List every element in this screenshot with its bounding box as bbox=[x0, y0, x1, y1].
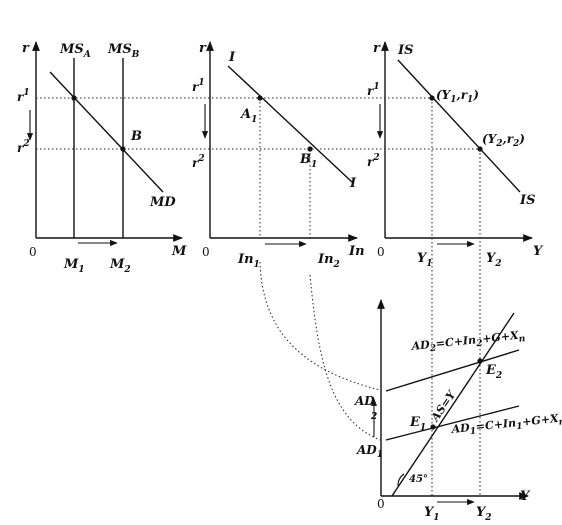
panel3-r1-label: r1 bbox=[367, 82, 380, 98]
panel2-r-axis-label: r bbox=[199, 41, 207, 56]
m2-label: M2 bbox=[109, 257, 131, 275]
in2-to-ad1-curve bbox=[309, 274, 381, 441]
ad1-axis-label: AD1 bbox=[356, 443, 383, 460]
panel2-r2-label: r2 bbox=[192, 154, 205, 170]
ad1-eq-label: AD1=C+In1+G+Xn bbox=[450, 411, 562, 439]
panel3-y2-label: Y2 bbox=[486, 251, 502, 269]
panel4-y1-label: Y1 bbox=[424, 505, 440, 523]
panel1-r-axis-label: r bbox=[22, 41, 30, 56]
panel-is-curve: r Y 0 IS IS (Y1,r1) (Y2,r2) r1 r2 Y1 Y2 bbox=[367, 41, 544, 269]
m1-label: M1 bbox=[63, 257, 85, 275]
ad2-line bbox=[385, 349, 520, 392]
investment-curve bbox=[227, 65, 353, 183]
md-label: MD bbox=[149, 195, 176, 210]
ms-b-label: MSB bbox=[107, 42, 140, 60]
dotted-guides bbox=[36, 97, 481, 496]
panel-ad-as: Y 0 E1 E2 AS=Y AD2=C+In2+G+Xn AD1=C+In1+… bbox=[354, 299, 562, 523]
in1-to-ad2-curve bbox=[259, 261, 381, 391]
panel1-r2-label: r2 bbox=[17, 139, 30, 155]
as-45-line bbox=[391, 312, 515, 497]
panel2-r1-label: r1 bbox=[192, 78, 205, 94]
md-curve bbox=[49, 71, 164, 193]
ms-a-label: MSA bbox=[59, 42, 91, 60]
angle-label: 45° bbox=[409, 474, 428, 485]
investment-curve-label-bottom: I bbox=[349, 176, 357, 191]
angle-arc bbox=[397, 473, 405, 487]
point-y1-r1-label: (Y1,r1) bbox=[436, 88, 479, 105]
panel-money-market: r M 0 MSA MSB B MD r1 r2 M1 M2 bbox=[17, 41, 187, 275]
point-b-label: B bbox=[130, 129, 142, 144]
point-a1-label: A1 bbox=[239, 107, 257, 125]
investment-curve-label-top: I bbox=[228, 50, 236, 65]
panel2-in-axis-label: In bbox=[348, 244, 365, 259]
ad1-line bbox=[385, 405, 520, 441]
panel3-origin: 0 bbox=[377, 245, 385, 259]
panel2-origin: 0 bbox=[202, 245, 210, 259]
in2-label: In2 bbox=[317, 252, 340, 270]
point-b bbox=[120, 146, 126, 152]
panel-investment: r In 0 I I A1 B1 r1 r2 In1 In2 bbox=[192, 41, 365, 270]
panel4-y2-label: Y2 bbox=[476, 505, 492, 523]
in1-label: In1 bbox=[237, 252, 260, 270]
ad2-axis-label: AD bbox=[354, 394, 375, 408]
is-curve-label-top: IS bbox=[397, 43, 413, 58]
panel4-origin: 0 bbox=[377, 497, 385, 511]
is-curve bbox=[397, 59, 521, 193]
panel3-r-axis-label: r bbox=[373, 41, 381, 56]
point-e2 bbox=[477, 358, 483, 364]
point-e1-label: E1 bbox=[409, 415, 426, 433]
point-a bbox=[71, 95, 77, 101]
ad2-eq-label: AD2=C+In2+G+Xn bbox=[410, 328, 526, 356]
point-e2-label: E2 bbox=[485, 363, 502, 381]
panel1-r1-label: r1 bbox=[17, 88, 30, 104]
point-b1-label: B1 bbox=[299, 152, 317, 170]
panel3-y-axis-label: Y bbox=[533, 244, 544, 259]
point-y2-r2-label: (Y2,r2) bbox=[482, 132, 525, 149]
panel4-y-axis-label: Y bbox=[520, 489, 531, 504]
point-e1 bbox=[430, 424, 436, 430]
panel3-r2-label: r2 bbox=[367, 153, 380, 169]
is-curve-label-bottom: IS bbox=[519, 193, 535, 208]
panel1-m-axis-label: M bbox=[171, 244, 187, 259]
panel3-y1-label: Y1 bbox=[417, 251, 433, 269]
panel1-origin: 0 bbox=[29, 245, 37, 259]
